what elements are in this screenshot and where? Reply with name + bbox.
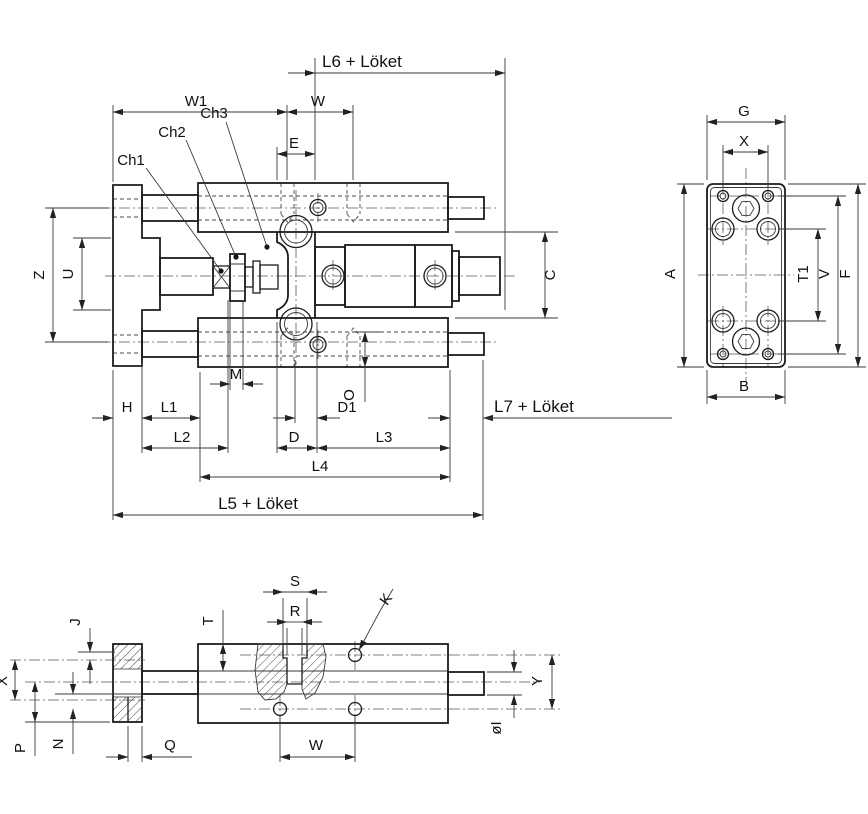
label-z: Z bbox=[31, 270, 48, 279]
joint-stub bbox=[259, 264, 279, 290]
label-r: R bbox=[290, 603, 301, 620]
main-outlines bbox=[112, 182, 501, 368]
guide-rod-bottom bbox=[141, 330, 199, 358]
label-p: P bbox=[12, 743, 29, 753]
bolt-top-hex bbox=[737, 201, 755, 216]
label-s: S bbox=[290, 573, 300, 590]
label-e: E bbox=[289, 135, 299, 152]
label-k: K bbox=[376, 590, 396, 608]
label-dia-i: øI bbox=[488, 721, 505, 734]
label-a: A bbox=[662, 269, 679, 279]
joint-collar bbox=[252, 260, 261, 294]
label-f: F bbox=[837, 269, 854, 278]
k-leader bbox=[358, 610, 381, 651]
label-t: T bbox=[200, 616, 217, 625]
section-hatch-right bbox=[301, 643, 327, 700]
main-centerlines bbox=[100, 190, 516, 365]
label-l5: L5 + Löket bbox=[218, 494, 298, 513]
bolt-bottom bbox=[731, 327, 761, 356]
bushing-port-top bbox=[279, 214, 313, 249]
coupling-mouth bbox=[276, 232, 289, 318]
end-plate bbox=[706, 183, 786, 368]
bolt-top bbox=[731, 194, 761, 223]
label-l3: L3 bbox=[376, 429, 393, 446]
label-q: Q bbox=[164, 737, 176, 754]
screw-bottom bbox=[309, 335, 327, 354]
label-j: J bbox=[67, 618, 84, 626]
hole-k-top bbox=[347, 647, 363, 663]
end-outlines bbox=[706, 183, 786, 368]
label-t1: T1 bbox=[795, 265, 812, 283]
label-m: M bbox=[230, 366, 243, 383]
thread-hole-top-right bbox=[346, 183, 361, 223]
label-ch2: Ch2 bbox=[158, 124, 186, 141]
guide-rod-tip-bottom bbox=[447, 332, 485, 356]
label-y: Y bbox=[529, 676, 546, 686]
label-b: B bbox=[739, 378, 749, 395]
label-w1: W1 bbox=[185, 93, 208, 110]
label-ch1: Ch1 bbox=[117, 152, 145, 169]
label-l2: L2 bbox=[174, 429, 191, 446]
screw-top bbox=[309, 198, 327, 217]
label-l6: L6 + Löket bbox=[322, 52, 402, 71]
bottom-view: S R T K J X P N Q W Y øI bbox=[0, 573, 560, 762]
bolt-bottom-hex bbox=[737, 334, 755, 349]
bushing-port-bottom bbox=[279, 307, 313, 341]
label-w: W bbox=[311, 93, 326, 110]
label-l7: L7 + Löket bbox=[494, 397, 574, 416]
end-dimension-lines bbox=[680, 118, 862, 401]
section-hatch-left bbox=[254, 643, 288, 701]
main-view: W1 W E L6 + Löket Ch1 Ch2 Ch3 Z U C M O … bbox=[31, 52, 672, 520]
cylinder-port-left bbox=[321, 264, 345, 288]
small-hole-4 bbox=[761, 347, 775, 361]
small-hole-2 bbox=[761, 189, 775, 203]
label-ch3: Ch3 bbox=[200, 105, 228, 122]
main-callout-leaders bbox=[145, 121, 270, 274]
label-d: D bbox=[289, 429, 300, 446]
small-hole-3 bbox=[716, 347, 730, 361]
piston-rod-end bbox=[458, 256, 501, 296]
label-w-bottom: W bbox=[309, 737, 324, 754]
hole-k-bottom-right bbox=[347, 701, 363, 717]
small-hole-1 bbox=[716, 189, 730, 203]
end-extension-lines bbox=[677, 115, 866, 404]
main-dimension-lines bbox=[49, 69, 672, 519]
tool-plate bbox=[112, 184, 161, 367]
bottom-dimension-lines bbox=[11, 588, 556, 761]
label-o: O bbox=[341, 389, 358, 401]
joint-nut bbox=[229, 253, 246, 302]
t-slot bbox=[282, 644, 308, 685]
label-d1: D1 bbox=[337, 399, 356, 416]
cylinder-port-right bbox=[423, 264, 447, 288]
label-l4: L4 bbox=[312, 458, 329, 475]
bottom-outlines bbox=[112, 643, 485, 724]
label-x-end: X bbox=[739, 133, 749, 150]
label-x-bottom: X bbox=[0, 676, 11, 686]
label-h: H bbox=[122, 399, 133, 416]
label-c: C bbox=[542, 269, 559, 280]
piston-rod-bottom bbox=[141, 670, 199, 695]
label-n: N bbox=[50, 739, 67, 750]
thread-hole-bottom-right bbox=[346, 327, 361, 367]
main-hidden-lines bbox=[113, 183, 448, 367]
guide-rod-top bbox=[141, 194, 199, 222]
label-v: V bbox=[816, 269, 833, 279]
end-view: G X A T1 V F B bbox=[662, 103, 866, 404]
piston-rod-tip bbox=[447, 671, 485, 696]
hole-k-bottom-left bbox=[272, 701, 288, 717]
guide-rod-tip-top bbox=[447, 196, 485, 220]
main-extension-lines bbox=[45, 58, 558, 520]
end-centerlines bbox=[698, 168, 794, 382]
rod-hole-top-left bbox=[711, 217, 735, 241]
label-g: G bbox=[738, 103, 750, 120]
rod-adapter bbox=[159, 257, 214, 296]
label-l1: L1 bbox=[161, 399, 178, 416]
label-u: U bbox=[60, 269, 77, 280]
rod-hole-bottom-left bbox=[711, 309, 735, 333]
plate-hatch-top bbox=[112, 643, 143, 670]
joint-neck bbox=[244, 266, 254, 288]
